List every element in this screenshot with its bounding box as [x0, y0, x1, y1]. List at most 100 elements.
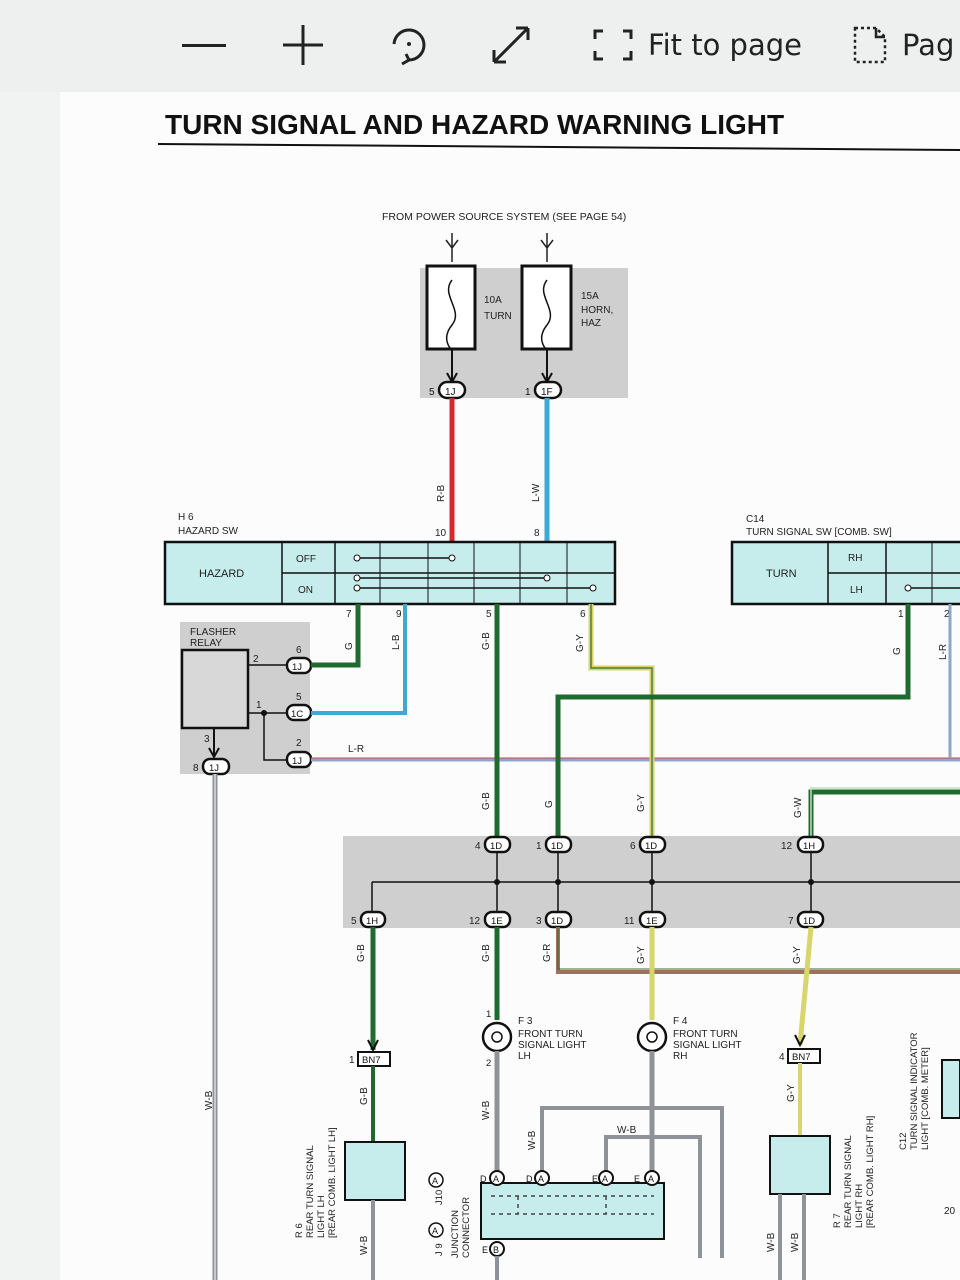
- svg-text:FRONT TURN: FRONT TURN: [673, 1029, 738, 1040]
- svg-text:R 7: R 7: [832, 1213, 843, 1228]
- svg-text:OFF: OFF: [296, 554, 316, 565]
- svg-text:1H: 1H: [366, 916, 378, 927]
- hazard-switch: HAZARD OFF ON: [163, 540, 617, 606]
- svg-text:B: B: [493, 1245, 499, 1255]
- svg-text:RH: RH: [673, 1051, 687, 1062]
- viewer-toolbar: Fit to page Pag: [0, 0, 960, 93]
- svg-text:SIGNAL LIGHT: SIGNAL LIGHT: [518, 1040, 587, 1051]
- svg-text:TURN: TURN: [484, 311, 512, 322]
- svg-text:G-Y: G-Y: [786, 1084, 797, 1102]
- fuse-15a-horn-haz: 15A HORN, HAZ: [520, 264, 613, 351]
- connector-1h-12: 1H 12: [781, 835, 825, 854]
- svg-text:L-R: L-R: [938, 644, 949, 660]
- svg-text:1J: 1J: [292, 756, 302, 767]
- rear-lh-label: R 6 REAR TURN SIGNAL LIGHT LH [REAR COMB…: [294, 1127, 338, 1238]
- svg-text:1F: 1F: [541, 387, 553, 398]
- junction-connector: A A A A B D D E E E: [480, 1170, 665, 1257]
- turn-sw-code: C14: [746, 514, 765, 525]
- svg-text:W-B: W-B: [790, 1232, 801, 1252]
- svg-text:4: 4: [475, 841, 481, 852]
- svg-text:1: 1: [898, 609, 904, 620]
- svg-text:A: A: [602, 1174, 608, 1184]
- svg-text:CONNECTOR: CONNECTOR: [461, 1197, 472, 1258]
- svg-text:8: 8: [193, 763, 199, 774]
- expand-arrows-icon: [492, 26, 530, 64]
- svg-text:1E: 1E: [646, 916, 658, 927]
- svg-text:12: 12: [781, 841, 793, 852]
- page-view-button[interactable]: Pag: [852, 14, 954, 76]
- svg-text:D: D: [526, 1174, 533, 1184]
- zoom-in-button[interactable]: [280, 14, 332, 76]
- svg-text:10: 10: [435, 528, 447, 539]
- turn-signal-switch: TURN RH LH: [730, 540, 960, 606]
- zoom-out-button[interactable]: [178, 14, 230, 76]
- connector-1h-5: 1H 5: [351, 910, 387, 929]
- svg-text:6: 6: [296, 645, 302, 656]
- svg-text:RH: RH: [848, 553, 862, 564]
- turn-sw-name: TURN SIGNAL SW [COMB. SW]: [746, 527, 892, 538]
- svg-text:1: 1: [256, 700, 262, 711]
- svg-text:J 9: J 9: [434, 1243, 445, 1256]
- page-view-icon: [853, 26, 887, 64]
- minus-icon: [182, 43, 226, 47]
- fullscreen-button[interactable]: [488, 14, 544, 76]
- svg-text:1E: 1E: [491, 916, 503, 927]
- page-view-label: Pag: [902, 28, 955, 62]
- svg-text:5: 5: [429, 387, 435, 398]
- svg-text:G: G: [344, 642, 355, 650]
- connector-1d-3: 1D 3: [536, 910, 573, 929]
- svg-text:REAR TURN SIGNAL: REAR TURN SIGNAL: [843, 1135, 854, 1228]
- svg-text:1: 1: [525, 387, 531, 398]
- wire-gray-wb-loop: [540, 1106, 724, 1258]
- hazard-sw-name: HAZARD SW: [178, 526, 239, 537]
- svg-text:TURN SIGNAL INDICATOR: TURN SIGNAL INDICATOR: [909, 1032, 920, 1150]
- svg-text:[REAR COMB. LIGHT RH]: [REAR COMB. LIGHT RH]: [865, 1116, 876, 1228]
- svg-text:E: E: [634, 1174, 640, 1184]
- fit-to-page-button[interactable]: Fit to page: [592, 14, 802, 76]
- svg-text:2: 2: [253, 654, 259, 665]
- rear-turn-light-lh: [344, 1141, 406, 1201]
- svg-text:9: 9: [396, 609, 402, 620]
- page-gutter: [0, 92, 60, 1280]
- svg-text:LIGHT RH: LIGHT RH: [854, 1184, 865, 1228]
- svg-text:J10: J10: [434, 1190, 445, 1205]
- connector-1j-relay-8: 1J 8: [193, 757, 231, 776]
- svg-text:W-B: W-B: [617, 1125, 637, 1136]
- svg-text:F 4: F 4: [673, 1016, 688, 1027]
- svg-text:G-B: G-B: [481, 632, 492, 650]
- svg-text:[REAR COMB. LIGHT LH]: [REAR COMB. LIGHT LH]: [327, 1127, 338, 1238]
- front-turn-light-rh: F 4 FRONT TURN SIGNAL LIGHT RH: [636, 1016, 742, 1062]
- svg-text:7: 7: [346, 609, 352, 620]
- flasher-relay: [180, 648, 250, 730]
- svg-text:HORN,: HORN,: [581, 305, 613, 316]
- svg-text:6: 6: [630, 841, 636, 852]
- svg-text:W-B: W-B: [359, 1235, 370, 1255]
- svg-text:5: 5: [296, 692, 302, 703]
- svg-text:FRONT TURN: FRONT TURN: [518, 1029, 583, 1040]
- svg-text:1J: 1J: [292, 662, 302, 673]
- wire-blue-lb: [311, 604, 407, 715]
- svg-text:D: D: [480, 1174, 487, 1184]
- rotate-button[interactable]: [384, 14, 440, 76]
- svg-text:W-B: W-B: [766, 1232, 777, 1252]
- connector-1f: 1F 1: [525, 380, 563, 400]
- svg-text:FLASHER: FLASHER: [190, 627, 236, 638]
- svg-text:1D: 1D: [490, 841, 502, 852]
- svg-text:G-B: G-B: [481, 944, 492, 962]
- wire-brown-gr: [556, 927, 960, 974]
- svg-text:2: 2: [486, 1058, 491, 1069]
- svg-text:3: 3: [536, 916, 542, 927]
- svg-text:15A: 15A: [581, 291, 599, 302]
- diagram-title: TURN SIGNAL AND HAZARD WARNING LIGHT: [165, 109, 784, 140]
- svg-text:E: E: [482, 1245, 488, 1255]
- bn7-connector-lh: BN7 1: [349, 1051, 391, 1067]
- svg-text:G: G: [892, 647, 903, 655]
- fit-to-page-label: Fit to page: [648, 28, 802, 62]
- svg-text:W-B: W-B: [204, 1090, 215, 1110]
- wire-green-gw: [808, 789, 960, 840]
- svg-text:RELAY: RELAY: [190, 638, 222, 649]
- svg-text:G-B: G-B: [481, 792, 492, 810]
- plus-icon: [283, 25, 323, 65]
- connector-1j-relay-6: 1J: [285, 656, 313, 675]
- svg-text:G-Y: G-Y: [636, 946, 647, 964]
